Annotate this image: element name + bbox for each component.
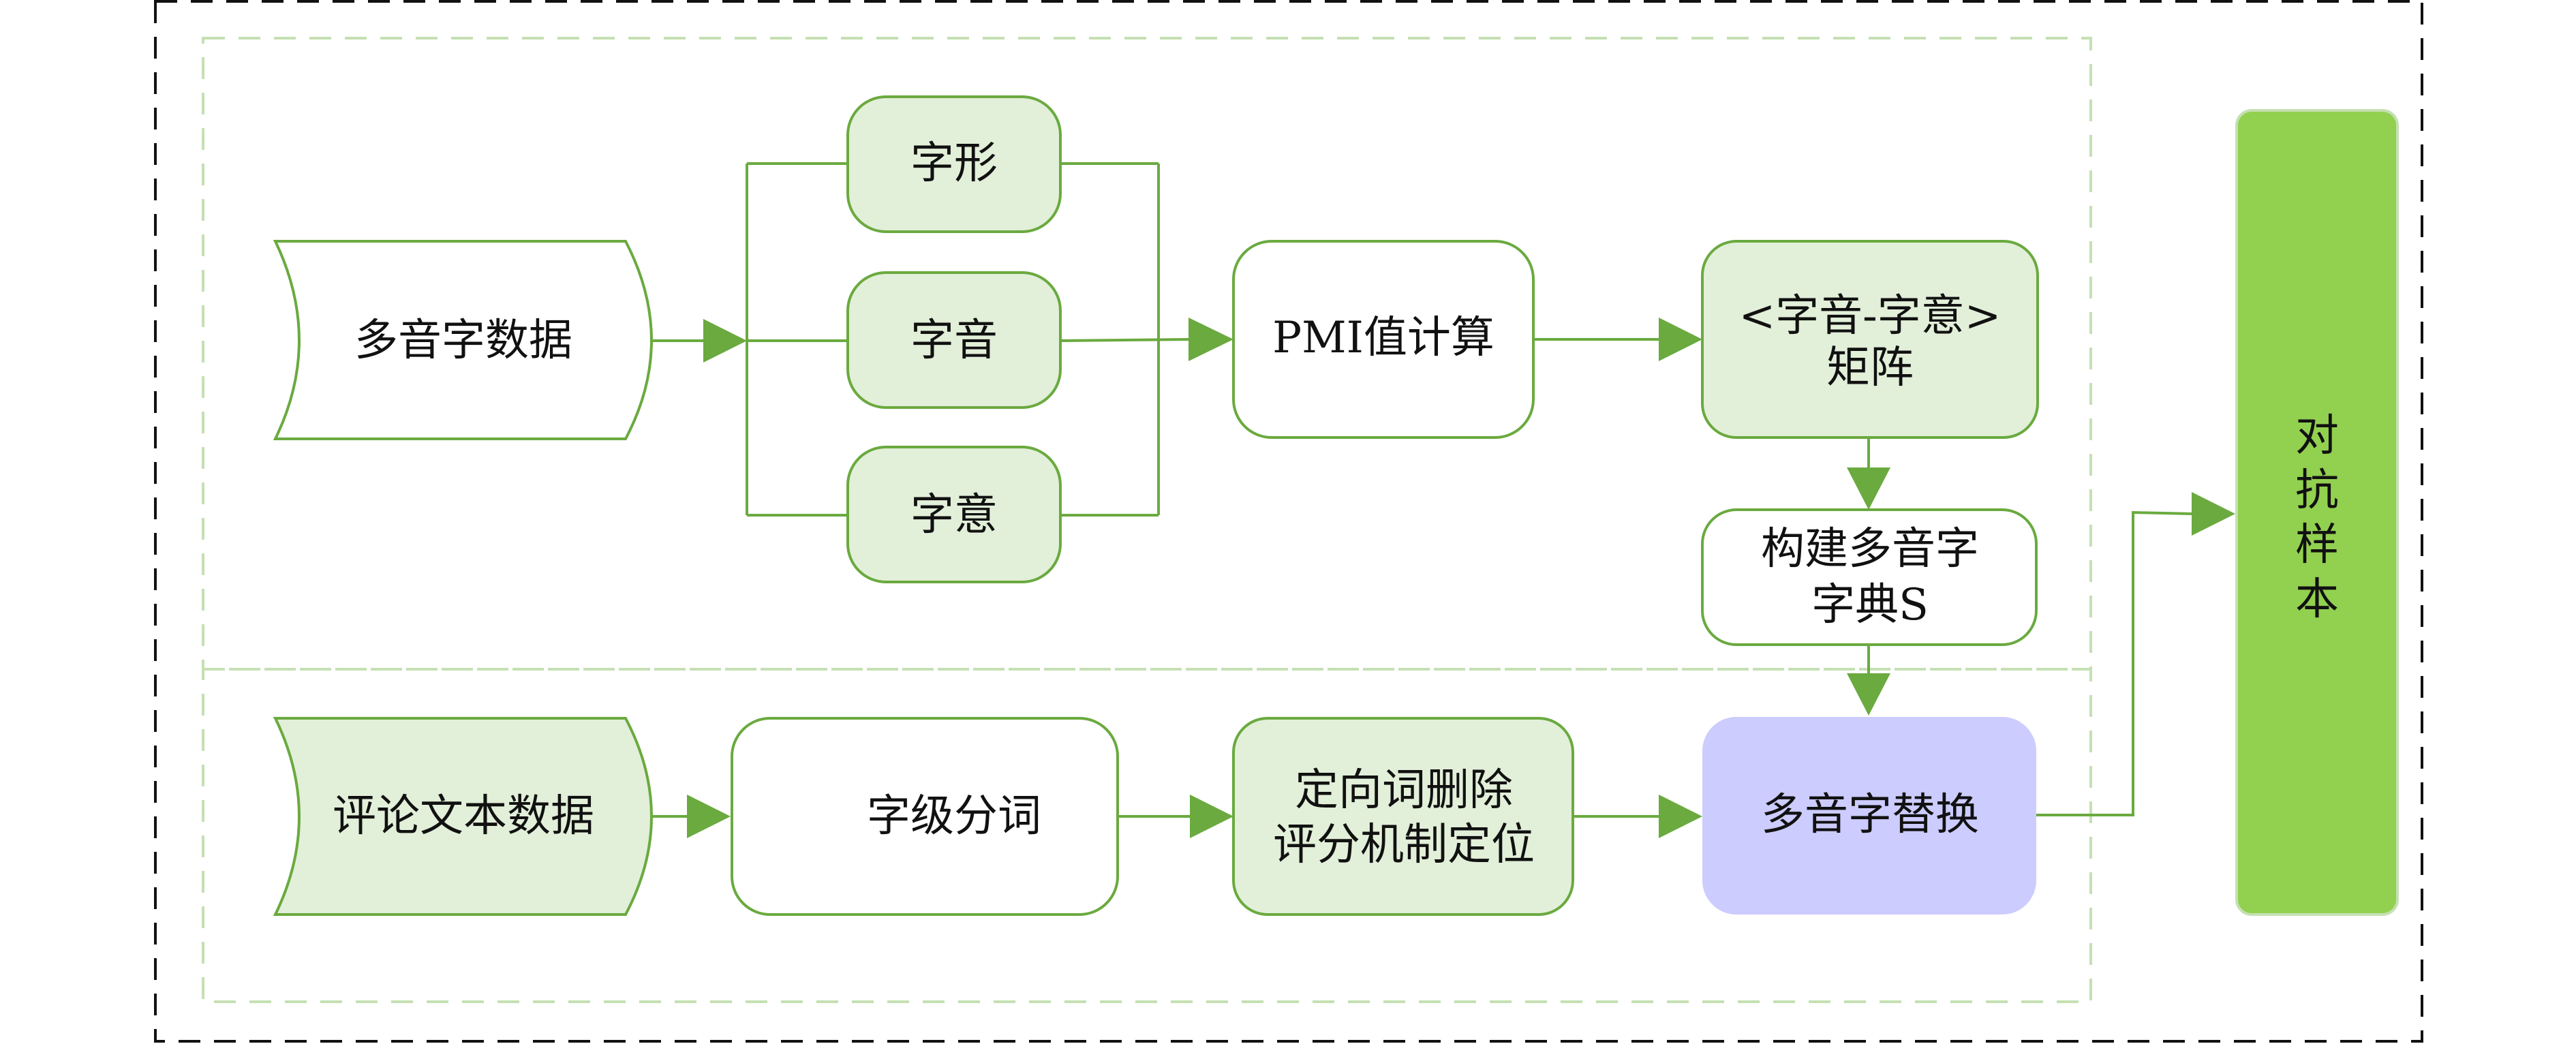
polyphone-data-node [273,240,653,440]
pronunciation-label: 字音 [910,316,998,366]
pmi-node [1232,240,1535,439]
arrowhead-to-adversarial [2192,492,2235,536]
locate-label-line1: 定向词删除 [1295,765,1513,816]
glyph-label: 字形 [910,138,998,189]
matrix-node [1701,240,2039,439]
arrowhead-to-dict [1847,467,1890,510]
replace-node [1702,717,2036,915]
locate-node [1232,717,1574,916]
pmi-label: PMI值计算 [1272,313,1494,363]
segmentation-label: 字级分词 [867,791,1041,842]
connector-replace-adversarial [2036,510,2194,816]
meaning-node [846,446,1062,583]
upper-region [202,37,2092,671]
arrowhead-data-split [703,319,747,363]
outer-frame [154,0,2423,1043]
dictionary-label-line1: 构建多音字 [1761,524,1979,574]
connector-from-pronunciation [1060,338,1191,342]
dictionary-label-line2: 字典S [1811,580,1929,630]
arrowhead-to-replace-lower [1659,795,1702,838]
adversarial-char-4: 本 [2295,574,2339,625]
review-data-label: 评论文本数据 [333,791,594,842]
arrowhead-to-locate [1190,795,1233,838]
adversarial-char-3: 样 [2295,520,2339,570]
segmentation-node [731,717,1119,916]
dictionary-node [1701,508,2038,646]
arrowhead-to-matrix [1659,318,1702,361]
matrix-label-line1: <字音-字意> [1739,291,2002,341]
glyph-node [846,95,1062,233]
adversarial-char-2: 抗 [2295,465,2339,516]
matrix-label-line2: 矩阵 [1826,343,1914,393]
adversarial-char-1: 对 [2295,411,2339,461]
replace-label: 多音字替换 [1761,790,1979,840]
polyphone-data-label: 多音字数据 [354,316,572,366]
meaning-label: 字意 [910,490,998,540]
arrowhead-to-seg [687,795,731,838]
pronunciation-node [846,271,1062,409]
adversarial-node [2235,109,2399,916]
review-data-node [273,717,653,916]
lower-region [202,668,2092,1003]
arrowhead-to-pmi [1189,318,1233,361]
arrowhead-to-replace [1847,673,1890,716]
locate-label-line2: 评分机制定位 [1273,820,1535,870]
